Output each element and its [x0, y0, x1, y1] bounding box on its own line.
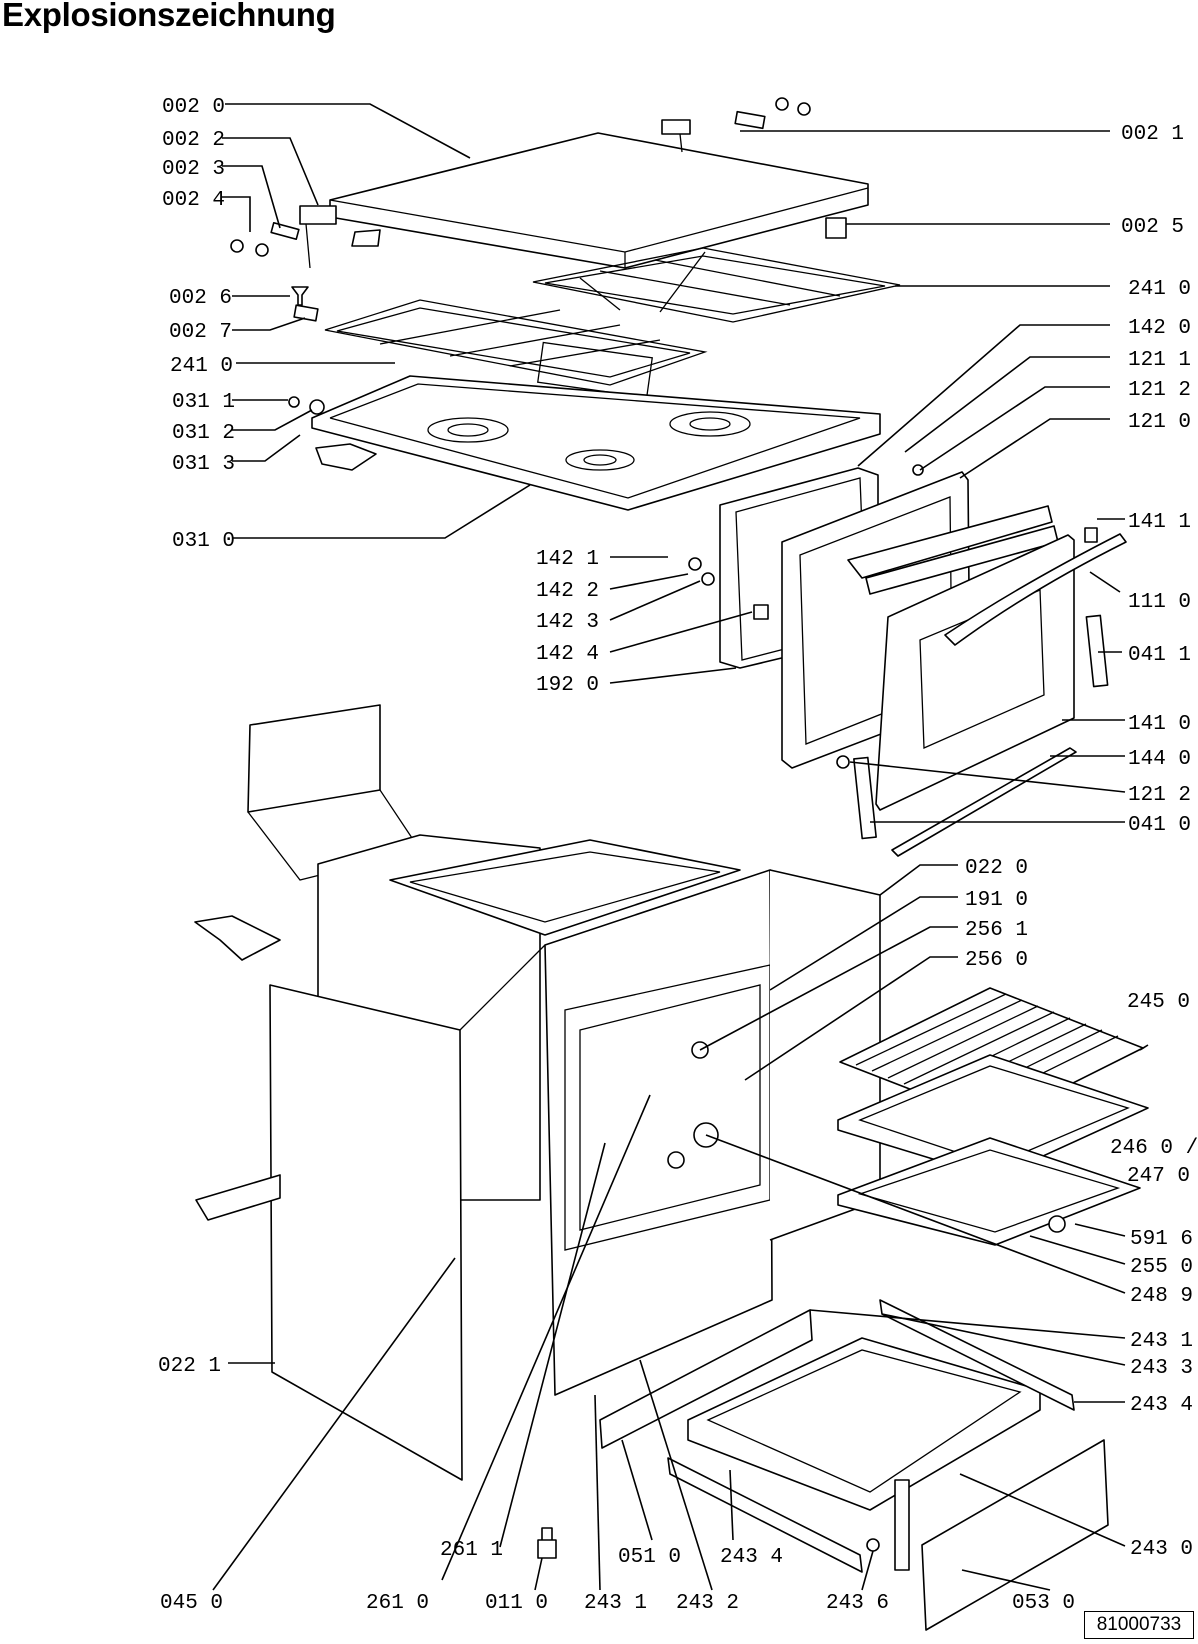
label-243-0: 243 0 [1130, 1538, 1193, 1561]
part-pan-support-left [324, 299, 708, 399]
label-256-1: 256 1 [965, 919, 1028, 942]
page-title: Explosionszeichnung [2, 0, 336, 33]
part-door-outer-glass [875, 527, 1127, 811]
leader-lines [212, 103, 1149, 1591]
label-053-0: 053 0 [1012, 1592, 1075, 1615]
label-246-0: 246 0 / [1110, 1137, 1198, 1160]
label-111-0: 111 0 [1128, 591, 1191, 614]
part-hob-plate [288, 375, 881, 511]
label-248-9: 248 9 [1130, 1285, 1193, 1308]
label-255-0: 255 0 [1130, 1256, 1193, 1279]
label-002-0: 002 0 [162, 96, 225, 119]
label-051-0: 051 0 [618, 1546, 681, 1569]
label-031-2: 031 2 [172, 422, 235, 445]
callout-labels: 002 0 002 2 002 3 002 4 002 6 002 7 241 … [158, 96, 1198, 1615]
label-002-4: 002 4 [162, 189, 225, 212]
label-142-4: 142 4 [536, 643, 599, 666]
label-241-0-left: 241 0 [170, 355, 233, 378]
label-243-4-right: 243 4 [1130, 1394, 1193, 1417]
label-141-1: 141 1 [1128, 511, 1191, 534]
label-261-1: 261 1 [440, 1539, 503, 1562]
label-022-0: 022 0 [965, 857, 1028, 880]
part-cooktop-lid [299, 132, 869, 269]
label-002-2: 002 2 [162, 129, 225, 152]
label-011-0: 011 0 [485, 1592, 548, 1615]
label-141-0: 141 0 [1128, 713, 1191, 736]
part-baking-trays [837, 1054, 1149, 1246]
label-243-6: 243 6 [826, 1592, 889, 1615]
part-drawer [599, 1299, 1109, 1631]
label-121-2-top: 121 2 [1128, 379, 1191, 402]
label-002-7: 002 7 [169, 321, 232, 344]
label-121-2-bottom: 121 2 [1128, 784, 1191, 807]
label-142-2: 142 2 [536, 580, 599, 603]
label-243-4-bottom: 243 4 [720, 1546, 783, 1569]
part-door-hinges [836, 614, 1109, 857]
part-carcass [194, 704, 881, 1481]
label-041-0: 041 0 [1128, 814, 1191, 837]
label-002-3: 002 3 [162, 158, 225, 181]
label-031-1: 031 1 [172, 391, 235, 414]
label-142-3: 142 3 [536, 611, 599, 634]
document-number: 81000733 [1084, 1611, 1194, 1639]
label-591-6: 591 6 [1130, 1228, 1193, 1251]
label-142-1: 142 1 [536, 548, 599, 571]
label-261-0: 261 0 [366, 1592, 429, 1615]
part-small-fittings [537, 1041, 880, 1559]
label-022-1: 022 1 [158, 1355, 221, 1378]
label-031-3: 031 3 [172, 453, 235, 476]
label-243-3: 243 3 [1130, 1357, 1193, 1380]
label-245-0: 245 0 [1127, 991, 1190, 1014]
label-031-0: 031 0 [172, 530, 235, 553]
label-041-1: 041 1 [1128, 644, 1191, 667]
label-045-0: 045 0 [160, 1592, 223, 1615]
label-144-0: 144 0 [1128, 748, 1191, 771]
label-191-0: 191 0 [965, 889, 1028, 912]
label-142-0: 142 0 [1128, 317, 1191, 340]
label-121-1: 121 1 [1128, 349, 1191, 372]
label-192-0: 192 0 [536, 674, 599, 697]
part-lid-hinge-kit [230, 97, 847, 322]
label-243-1-right: 243 1 [1130, 1330, 1193, 1353]
label-002-6: 002 6 [169, 287, 232, 310]
label-247-0: 247 0 [1127, 1165, 1190, 1188]
label-243-1-bottom: 243 1 [584, 1592, 647, 1615]
label-121-0: 121 0 [1128, 411, 1191, 434]
label-002-5: 002 5 [1121, 216, 1184, 239]
part-pan-support-right [532, 247, 901, 323]
label-002-1: 002 1 [1121, 123, 1184, 146]
label-241-0-right: 241 0 [1128, 278, 1191, 301]
label-243-2: 243 2 [676, 1592, 739, 1615]
label-256-0: 256 0 [965, 949, 1028, 972]
